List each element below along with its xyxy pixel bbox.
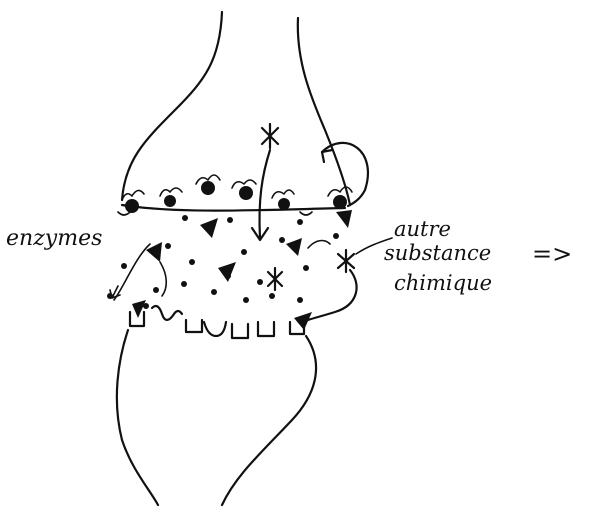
label-other-substance-line2: substance [384,241,491,265]
asterisk-top-icon [262,124,278,148]
label-output-arrow: => [532,240,572,268]
neurotransmitter-dots [107,215,339,309]
presynaptic-membrane-right [298,18,350,205]
cleft-arrow-1 [160,262,166,296]
asterisk-substance-icon [338,250,354,272]
postsynaptic-membrane-left [117,330,158,505]
presynaptic-bottom-edge [122,205,345,211]
substance-arrow [308,270,357,320]
release-arrow [259,150,270,238]
presynaptic-membrane-left [122,12,222,200]
enzyme-triangles [132,210,352,330]
receptor-row [130,306,304,338]
asterisk-cleft-icon [268,268,282,290]
cleft-arrow-2 [308,241,330,248]
label-enzymes: enzymes [6,226,102,251]
enzyme-arrow [114,244,150,300]
reuptake-arrow [322,143,368,206]
postsynaptic-membrane-right [222,336,316,505]
label-other-substance-line1: autre [394,217,451,241]
reuptake-arrowhead [322,150,332,162]
label-other-substance-line3: chimique [394,271,492,295]
